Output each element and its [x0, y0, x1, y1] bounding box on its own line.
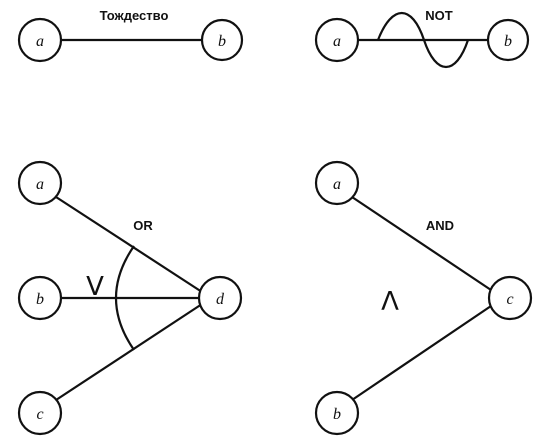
and-node-a	[314, 160, 360, 206]
and-node-c	[487, 275, 533, 321]
and-edge-a-c	[351, 196, 492, 291]
not-node-a-label: a	[333, 33, 341, 50]
and-node-b	[314, 390, 360, 436]
or-node-a	[17, 160, 63, 206]
identity-node-a	[17, 17, 63, 63]
or-node-c-label: c	[36, 406, 43, 423]
not-node-a	[314, 17, 360, 63]
or-panel: a b c d OR V	[17, 160, 243, 436]
not-node-b-label: b	[504, 33, 512, 50]
identity-title: Тождество	[100, 8, 169, 23]
or-node-d-label: d	[216, 291, 225, 308]
or-edge-c-d	[55, 303, 203, 401]
and-node-b-label: b	[333, 406, 341, 423]
and-symbol: Λ	[381, 287, 399, 317]
or-title: OR	[133, 218, 153, 233]
and-node-a-label: a	[333, 176, 341, 193]
and-title: AND	[426, 218, 454, 233]
not-panel: a b NOT	[314, 8, 530, 69]
and-node-c-label: c	[506, 291, 513, 308]
or-node-a-label: a	[36, 176, 44, 193]
identity-node-b	[200, 18, 244, 62]
or-node-c	[17, 390, 63, 436]
or-edge-a-d	[55, 196, 203, 293]
or-symbol: V	[86, 272, 104, 302]
or-node-b	[17, 275, 63, 321]
or-arc	[115, 245, 135, 351]
not-wave-edge	[376, 11, 470, 69]
and-panel: a b c AND Λ	[314, 160, 533, 436]
identity-panel: a b Тождество	[17, 8, 244, 63]
identity-node-a-label: a	[36, 33, 44, 50]
not-node-b	[486, 18, 530, 62]
identity-node-b-label: b	[218, 33, 226, 50]
not-title: NOT	[425, 8, 453, 23]
or-node-d	[197, 275, 243, 321]
and-edge-b-c	[351, 305, 492, 401]
or-node-b-label: b	[36, 291, 44, 308]
